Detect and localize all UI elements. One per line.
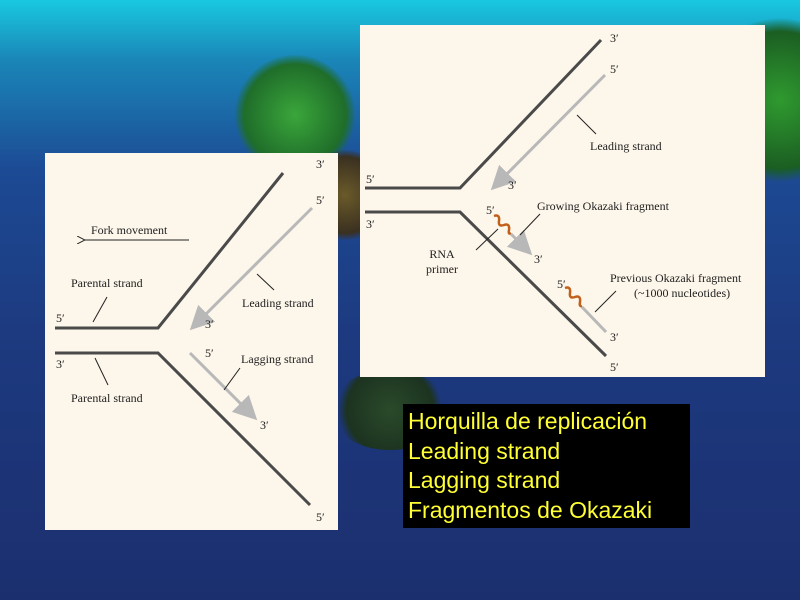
leader-line [475,228,499,251]
end-label: 3′ [56,357,65,371]
leader-line [223,367,241,391]
caption-line: Horquilla de replicación [408,408,648,434]
right-diagram-panel [360,25,765,377]
leader-line [256,273,275,291]
rna-primer-label: primer [426,262,458,276]
left-diagram: Fork movement Parental strand Parental s… [55,157,325,524]
fork-movement-label: Fork movement [91,223,168,237]
end-label: 5′ [205,346,214,360]
parental-strand-top [365,38,603,190]
end-label: 5′ [610,62,619,76]
leading-strand-label: Leading strand [242,296,314,310]
caption-line: Lagging strand [408,467,561,493]
end-label: 5′ [557,277,566,291]
previous-okazaki-label: Previous Okazaki fragment [610,271,742,285]
end-label: 5′ [316,510,325,524]
end-label: 5′ [610,360,619,374]
leader-line [519,213,541,236]
parental-strand-label: Parental strand [71,276,143,290]
parental-strand-top [55,172,285,330]
lagging-strand-label: Lagging strand [241,352,313,366]
rna-primer-label: RNA [429,247,455,261]
growing-okazaki-fragment [506,229,533,256]
end-label: 5′ [486,203,495,217]
end-label: 3′ [534,252,543,266]
left-diagram-panel [45,153,338,530]
end-label: 3′ [508,178,517,192]
leader-line [94,357,109,386]
leader-line [594,290,617,313]
end-label: 3′ [610,330,619,344]
end-label: 5′ [316,193,325,207]
leading-strand-arrow [490,73,607,191]
lagging-strand-arrow [188,351,258,421]
previous-okazaki-sublabel: (~1000 nucleotides) [634,286,730,300]
rna-primer-previous [564,286,583,308]
slide-caption-box: Horquilla de replicación Leading strand … [403,404,690,528]
previous-okazaki-fragment [580,305,608,334]
end-label: 3′ [316,157,325,171]
leader-line [576,114,597,135]
leading-strand-arrow [189,206,314,331]
caption-line: Leading strand [408,437,561,464]
end-label: 5′ [56,311,65,325]
end-label: 3′ [610,31,619,45]
end-label: 3′ [260,418,269,432]
parental-strand-bottom [365,210,608,358]
end-label: 3′ [366,217,375,231]
parental-strand-bottom [55,351,312,507]
parental-strand-label: Parental strand [71,391,143,405]
caption-line: Fragmentos de Okazaki [408,496,653,523]
leader-line [92,296,108,323]
growing-okazaki-label: Growing Okazaki fragment [537,199,670,213]
leading-strand-label: Leading strand [590,139,662,153]
end-label: 5′ [366,172,375,186]
end-label: 3′ [205,317,214,331]
right-diagram: 3′ 5′ Leading strand 3′ 5′ 3′ 5′ Growing… [365,31,742,374]
